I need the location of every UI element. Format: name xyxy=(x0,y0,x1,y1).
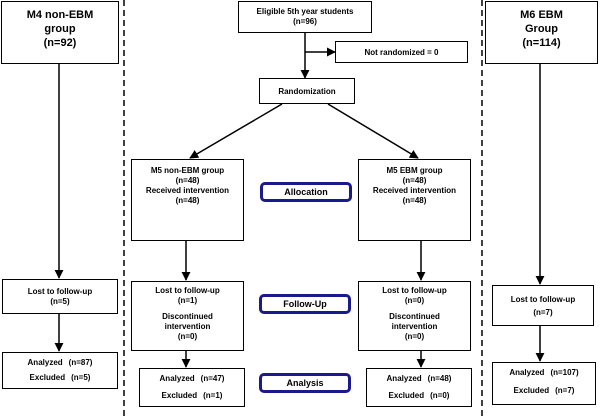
m5-non-ebm-title: M5 non-EBM group xyxy=(150,166,225,175)
arrow-random-right xyxy=(327,103,419,159)
m5-ebm-lost-label: Lost to follow-up xyxy=(382,286,447,295)
eligible-label: Eligible 5th year students xyxy=(256,7,354,16)
m6-lost-n: (n=7) xyxy=(533,308,553,317)
m6-analyzed-n: (n=107) xyxy=(550,368,579,377)
m5-non-ebm-analysis-box: Analyzed (n=47) Excluded (n=1) xyxy=(139,368,245,407)
m5-non-ebm-lost-label: Lost to follow-up xyxy=(155,286,220,295)
m4-title-2: group xyxy=(44,23,76,35)
m6-group-box: M6 EBM Group (n=114) xyxy=(485,1,598,64)
m5-non-ebm-followup-box: Lost to follow-up (n=1) Discontinued int… xyxy=(131,281,244,351)
m4-lost-label: Lost to follow-up xyxy=(27,287,93,296)
m5-non-ebm-n: (n=48) xyxy=(175,176,200,185)
m4-analyzed-label: Analyzed xyxy=(27,358,63,367)
m6-excluded-label: Excluded xyxy=(513,386,550,395)
m5-ebm-discontinued-1: Discontinued xyxy=(389,312,440,321)
m6-lost-box: Lost to follow-up (n=7) xyxy=(492,285,594,326)
stage-follow-up-label: Follow-Up xyxy=(283,299,327,309)
m5-non-ebm-discontinued-n: (n=0) xyxy=(177,332,198,341)
m5-ebm-excluded-n: (n=0) xyxy=(430,391,450,400)
m5-ebm-lost-n: (n=0) xyxy=(404,296,425,305)
m5-ebm-n: (n=48) xyxy=(402,176,427,185)
not-randomized-box: Not randomized = 0 xyxy=(335,41,468,63)
m4-n: (n=92) xyxy=(43,37,77,49)
m4-group-box: M4 non-EBM group (n=92) xyxy=(1,1,119,64)
m5-ebm-analyzed-n: (n=48) xyxy=(427,374,452,383)
m4-excluded-label: Excluded xyxy=(29,373,66,382)
m4-lost-box: Lost to follow-up (n=5) xyxy=(2,279,118,314)
m5-ebm-discontinued-2: intervention xyxy=(391,322,438,331)
eligible-n: (n=96) xyxy=(293,17,317,26)
m5-ebm-followup-box: Lost to follow-up (n=0) Discontinued int… xyxy=(358,281,471,351)
m5-ebm-discontinued-n: (n=0) xyxy=(404,332,425,341)
m5-ebm-box: M5 EBM group (n=48) Received interventio… xyxy=(358,159,471,241)
m5-non-ebm-discontinued-1: Discontinued xyxy=(162,312,213,321)
m5-non-ebm-box: M5 non-EBM group (n=48) Received interve… xyxy=(131,159,244,241)
m5-non-ebm-excluded-n: (n=1) xyxy=(203,391,223,400)
stage-allocation: Allocation xyxy=(260,182,352,202)
m5-ebm-excluded-label: Excluded xyxy=(388,391,425,400)
stage-analysis-label: Analysis xyxy=(286,378,324,388)
m6-lost-label: Lost to follow-up xyxy=(510,295,576,304)
eligible-box: Eligible 5th year students (n=96) xyxy=(238,1,372,33)
stage-analysis: Analysis xyxy=(259,373,351,393)
m5-non-ebm-analyzed-label: Analyzed xyxy=(159,374,195,383)
m4-excluded-n: (n=5) xyxy=(71,373,91,382)
arrow-random-left xyxy=(189,103,283,159)
m5-non-ebm-excluded-label: Excluded xyxy=(161,391,198,400)
m5-non-ebm-lost-n: (n=1) xyxy=(177,296,198,305)
m5-ebm-received: Received intervention xyxy=(372,186,457,195)
not-randomized-label: Not randomized = 0 xyxy=(364,48,439,57)
m5-ebm-title: M5 EBM group xyxy=(386,166,443,175)
m6-n: (n=114) xyxy=(522,37,561,49)
m5-non-ebm-received: Received intervention xyxy=(145,186,230,195)
m6-title-1: M6 EBM xyxy=(520,9,563,21)
stage-allocation-label: Allocation xyxy=(284,187,328,197)
randomization-label: Randomization xyxy=(278,87,336,96)
m5-non-ebm-received-n: (n=48) xyxy=(175,196,200,205)
m6-analysis-box: Analyzed (n=107) Excluded (n=7) xyxy=(492,362,596,405)
m6-title-2: Group xyxy=(525,23,558,35)
m4-analyzed-n: (n=87) xyxy=(68,358,93,367)
m6-analyzed-label: Analyzed xyxy=(509,368,545,377)
m4-title-1: M4 non-EBM xyxy=(26,9,94,21)
m6-excluded-n: (n=7) xyxy=(555,386,575,395)
stage-follow-up: Follow-Up xyxy=(259,294,351,314)
randomization-box: Randomization xyxy=(259,78,355,104)
m4-lost-n: (n=5) xyxy=(50,297,70,306)
m4-analysis-box: Analyzed (n=87) Excluded (n=5) xyxy=(2,352,118,389)
m5-non-ebm-analyzed-n: (n=47) xyxy=(200,374,225,383)
m5-ebm-received-n: (n=48) xyxy=(402,196,427,205)
m5-non-ebm-discontinued-2: intervention xyxy=(164,322,211,331)
m5-ebm-analyzed-label: Analyzed xyxy=(386,374,422,383)
m5-ebm-analysis-box: Analyzed (n=48) Excluded (n=0) xyxy=(366,368,472,407)
